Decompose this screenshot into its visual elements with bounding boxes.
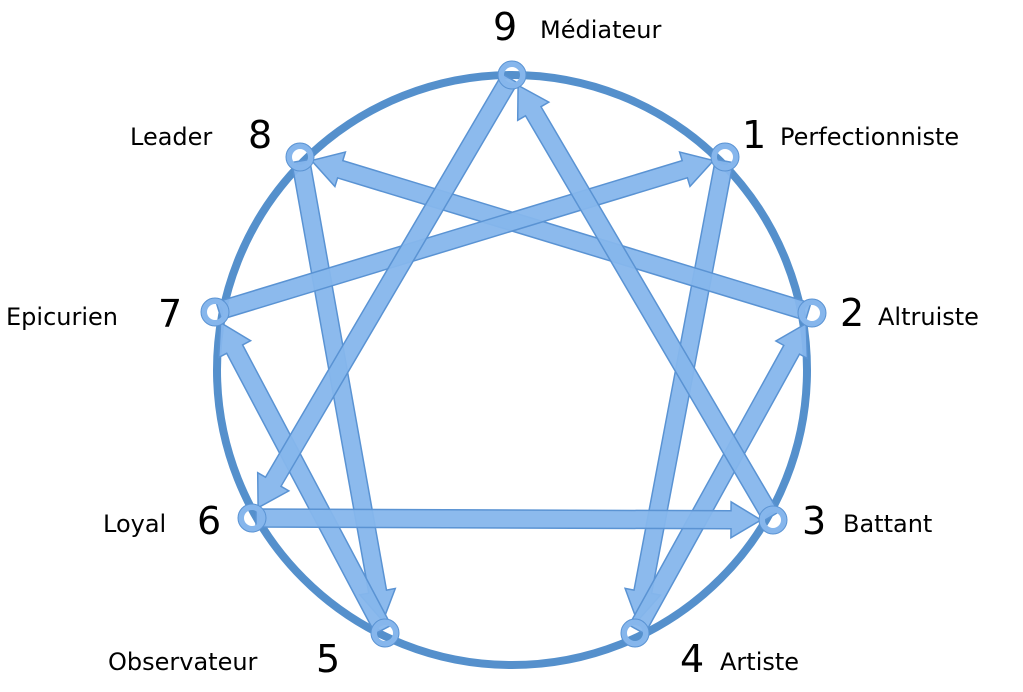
node-outline-8	[285, 142, 315, 172]
node-4	[621, 619, 649, 647]
node-outline-2	[797, 298, 827, 328]
node-8	[286, 143, 314, 171]
type-name: Battant	[843, 510, 932, 538]
node-3	[759, 506, 787, 534]
node-outline-1	[710, 142, 740, 172]
label-3: 3 Battant	[802, 499, 932, 543]
type-name: Artiste	[720, 648, 799, 676]
node-outline-3	[758, 505, 788, 535]
arrow-5-to-7	[217, 321, 393, 635]
node-6	[238, 504, 266, 532]
label-8: Leader 8	[130, 113, 272, 157]
node-9	[498, 61, 526, 89]
type-number: 7	[158, 292, 182, 336]
type-number: 3	[802, 499, 826, 543]
node-outline-5	[370, 618, 400, 648]
label-6: Loyal 6	[103, 499, 221, 543]
type-name: Loyal	[103, 510, 166, 538]
label-9: 9 Médiateur	[493, 5, 661, 49]
outer-circle	[213, 71, 811, 669]
label-2: 2 Altruiste	[840, 291, 979, 335]
node-5	[371, 619, 399, 647]
type-name: Observateur	[108, 648, 258, 676]
node-outline-6	[237, 503, 267, 533]
node-2	[798, 299, 826, 327]
node-outline-4	[620, 618, 650, 648]
type-name: Leader	[130, 123, 212, 151]
node-7	[201, 298, 229, 326]
node-outline-9	[497, 60, 527, 90]
node-1	[711, 143, 739, 171]
type-number: 5	[316, 637, 340, 681]
type-name: Altruiste	[878, 303, 979, 331]
type-number: 9	[493, 5, 517, 49]
label-7: Epicurien 7	[6, 292, 182, 336]
type-name: Epicurien	[6, 303, 118, 331]
arrow-4-to-2	[628, 322, 809, 635]
arrow-3-to-9	[516, 84, 780, 523]
type-number: 1	[742, 113, 766, 157]
label-5: Observateur 5	[108, 637, 340, 681]
label-1: 1 Perfectionniste	[742, 113, 959, 157]
nodes-layer	[200, 60, 827, 648]
type-number: 8	[248, 113, 272, 157]
arrow-6-to-3	[255, 500, 763, 540]
type-number: 4	[680, 637, 704, 681]
type-name: Médiateur	[540, 16, 661, 44]
node-outline-7	[200, 297, 230, 327]
type-number: 6	[197, 499, 221, 543]
arrow-9-to-6	[256, 72, 519, 509]
label-4: 4 Artiste	[680, 637, 799, 681]
type-number: 2	[840, 291, 864, 335]
type-name: Perfectionniste	[780, 123, 959, 151]
arrows-layer	[215, 72, 812, 635]
